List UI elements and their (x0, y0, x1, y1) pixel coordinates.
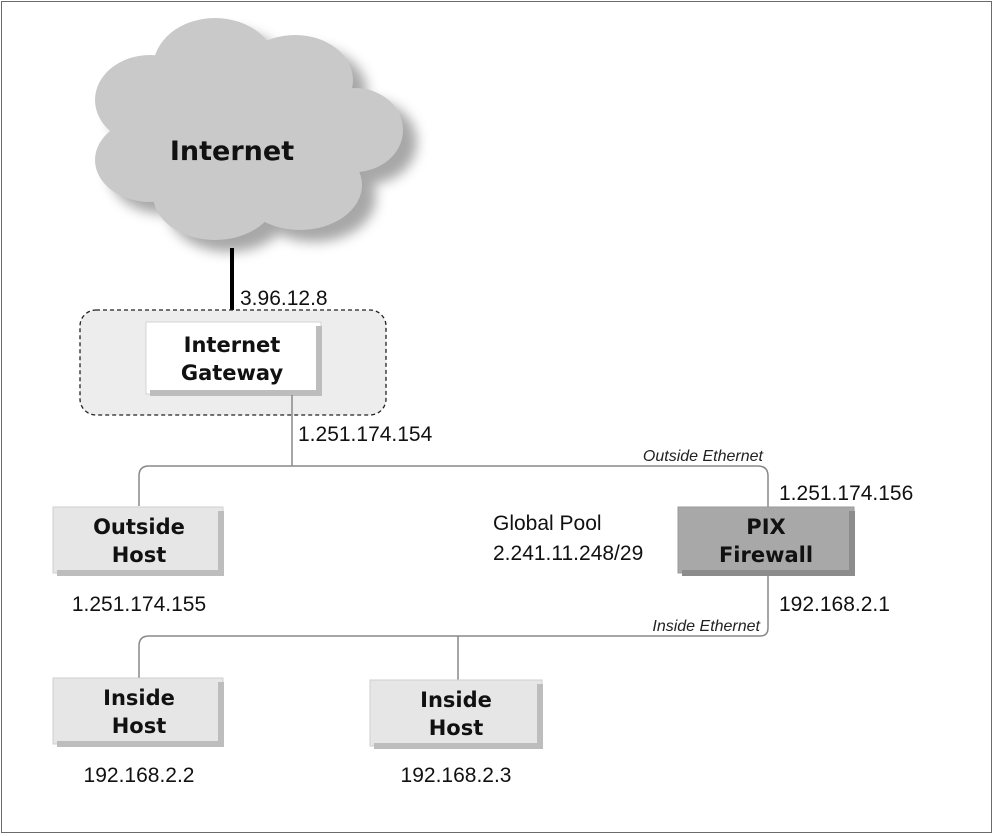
firewall-label-line2: Firewall (719, 543, 813, 567)
inside-host-1-label-line1: Inside (103, 686, 175, 710)
inside-host-2-box: Inside Host (369, 679, 543, 749)
firewall-outside-ip: 1.251.174.156 (779, 482, 913, 505)
inside-host-1-box: Inside Host (52, 677, 224, 747)
inside-ethernet-label: Inside Ethernet (652, 618, 760, 635)
global-pool-label: Global Pool (493, 512, 602, 535)
internet-cloud: Internet (95, 18, 417, 252)
gateway-box: Internet Gateway (145, 321, 322, 396)
gateway-label-line1: Internet (184, 333, 281, 357)
inside-host-1-label-line2: Host (112, 714, 167, 738)
internet-uplink-ip: 3.96.12.8 (240, 287, 328, 310)
gateway-ip: 1.251.174.154 (298, 423, 433, 446)
outside-ethernet-label: Outside Ethernet (643, 448, 764, 465)
global-pool-range: 2.241.11.248/29 (493, 542, 643, 565)
gateway-label-line2: Gateway (181, 361, 284, 385)
outside-host-label-line1: Outside (93, 515, 185, 539)
inside-host-2-ip: 192.168.2.3 (401, 764, 512, 787)
firewall-label-line1: PIX (746, 515, 785, 539)
pix-firewall-box: PIX Firewall (677, 506, 855, 576)
internet-label: Internet (170, 136, 294, 167)
inside-ethernet-line (138, 575, 769, 678)
outside-host-ip: 1.251.174.155 (72, 593, 206, 616)
inside-host-1-ip: 192.168.2.2 (84, 764, 195, 787)
inside-host-2-label-line2: Host (429, 716, 484, 740)
firewall-inside-ip: 192.168.2.1 (779, 593, 890, 616)
outside-host-label-line2: Host (112, 543, 167, 567)
outside-host-box: Outside Host (52, 506, 224, 576)
outside-ethernet-line (138, 465, 769, 507)
inside-host-2-label-line1: Inside (420, 688, 492, 712)
